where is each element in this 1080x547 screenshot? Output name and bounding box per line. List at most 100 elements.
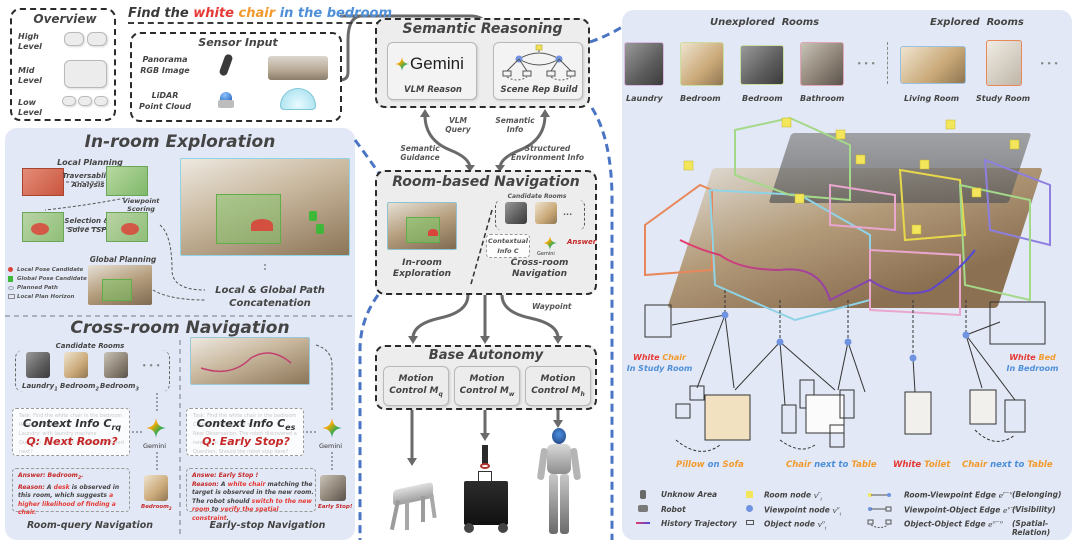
vlm-query-arrow: [423, 114, 472, 169]
scene-graph-legend: Unknow Area Robot History Trajectory Roo…: [636, 488, 1066, 537]
room-node: [919, 159, 930, 170]
room-node: [971, 187, 982, 198]
unexplored-label-bathroom: Bathroom: [800, 94, 845, 103]
object-chair-box: [644, 304, 672, 338]
context-info-rq-title: Context Info Crq: [22, 417, 122, 433]
object-node-icon: [746, 520, 754, 525]
inroom-thumbnail: [387, 202, 457, 250]
sensor-input-title: Sensor Input: [198, 36, 278, 49]
legend-unknown-area: Unknow Area: [661, 490, 718, 499]
overview-box: Overview High Level Mid Level Low Level: [10, 8, 116, 121]
task-prefix: Find the: [128, 6, 189, 21]
object-sink-box: [969, 389, 997, 425]
room-node: [945, 119, 956, 130]
legend-local-horizon: Local Plan Horizon: [8, 292, 88, 301]
overview-low-block-1: [62, 96, 76, 106]
room-nav-divider: [470, 209, 493, 285]
context-info-es-title: Context Info Ces: [196, 417, 296, 433]
viewpoint-node: [844, 338, 852, 346]
lidar-sensor-icon: [218, 92, 234, 108]
context-es-faded-text: Task: Find the white chair in the bedroo…: [193, 413, 297, 455]
overview-level-mid: Mid Level: [18, 66, 42, 85]
viewpoint-scoring-label: Viewpoint Scoring: [122, 197, 160, 213]
es-answer-label: Answe: Early Stop !: [192, 472, 259, 479]
task-suffix: in the bedroom: [279, 6, 392, 21]
context-info-es-card: Task: Find the white chair in the bedroo…: [186, 408, 304, 456]
inroom-legend: Local Pose Candidate Global Pose Candida…: [8, 265, 88, 301]
living-room-box: [708, 188, 871, 322]
task-word-chair: chair: [238, 6, 276, 21]
room-nav-ellipsis: ···: [563, 210, 573, 219]
object-boxes: [644, 301, 1046, 448]
viewpoint-nodes: [721, 311, 970, 362]
next-room-question: Q: Next Room?: [26, 435, 118, 448]
early-stop-trajectory: [200, 352, 292, 373]
unexplored-label-bedroom-2: Bedroom: [742, 94, 783, 103]
room-node-icon: [746, 491, 753, 498]
selection-tsp-label: Selection & Solve TSP: [64, 217, 110, 234]
legend-planned-path: Planned Path: [8, 283, 88, 292]
traversability-label: Traversablity Analysis: [62, 172, 114, 189]
sensor-label-panorama: Panorama RGB Image: [140, 55, 190, 75]
task-arrow-branch: [339, 14, 361, 82]
vlm-reason-label: VLM Reason: [404, 85, 462, 95]
base-autonomy-box: Base Autonomy Motion Control Mq Motion C…: [375, 345, 597, 410]
object-chair-box-2: [781, 404, 797, 434]
semantic-info-label: Semantic Info: [495, 116, 535, 134]
room-node: [1009, 139, 1020, 150]
crossroom-title: Cross-room Navigation: [70, 318, 290, 338]
overview-high-block-1: [64, 32, 84, 46]
blue-dashed-bottom: [358, 294, 380, 540]
explored-label-study: Study Room: [976, 94, 1031, 103]
candidate-room-label-2: Bedroom2: [60, 382, 99, 393]
vlm-query-label: VLM Query: [445, 116, 471, 134]
early-stop-caption: Early-stop Navigation: [209, 520, 326, 531]
overview-low-block-3: [94, 96, 108, 106]
white-bed-annotation: White Bed In Bedroom: [1006, 353, 1059, 373]
scene-rep-build-card: Scene Rep Build: [493, 42, 583, 100]
es-result-label: Early Stop!: [318, 504, 353, 510]
room-node: [794, 193, 805, 204]
inroom-3d-room-render: [180, 158, 350, 256]
object-chair-box-4: [839, 389, 855, 419]
room-query-caption: Room-query Navigation: [26, 520, 154, 531]
bathroom-pink-box: [829, 183, 896, 232]
unexplored-room-laundry-thumb: [624, 42, 664, 86]
object-chair-box-5: [829, 424, 845, 448]
object-pillow-box-2: [675, 403, 691, 419]
structured-env-label: Structured Environment Info: [510, 144, 585, 162]
legend-visibility: (Visibility): [1012, 505, 1056, 514]
inroom-step-2-thumbnail: [106, 166, 148, 196]
es-answer-card: Answe: Early Stop ! Reason: A white chai…: [186, 468, 316, 522]
unexplored-label-laundry: Laundry: [626, 94, 663, 103]
legend-viewpoint-node: Viewpoint node vvi: [764, 505, 842, 517]
inroom-step-3-thumbnail: [22, 212, 64, 242]
relation-chair-table-1: Chair next to Table: [786, 460, 877, 470]
explored-room-study-thumb: [986, 40, 1022, 86]
candidate-room-bedroom2-thumb: [64, 352, 88, 378]
contextual-info-card: Contextual Info C: [486, 234, 530, 258]
es-answer-text: Answe: Early Stop ! Reason: A white chai…: [192, 472, 316, 523]
overview-mid-block: [64, 60, 107, 88]
viewpoint-node-icon: [746, 505, 753, 512]
overview-low-block-2: [78, 96, 92, 106]
panorama-image: [268, 56, 328, 80]
semantic-guidance-label: Semantic Guidance: [400, 144, 440, 162]
room-node: [683, 160, 694, 171]
crossroom-candidate-rooms: Candidate Rooms: [55, 342, 125, 350]
local-pose-marker-icon: [8, 267, 13, 272]
rq-result-label: Bedroom2: [141, 504, 172, 512]
viewpoint-node: [962, 331, 970, 339]
explored-label-living: Living Room: [904, 94, 960, 103]
room-nav-title: Room-based Navigation: [392, 174, 580, 190]
study-room-box: [644, 183, 713, 277]
inroom-step-1-thumbnail: [22, 168, 64, 196]
es-gemini-icon: [322, 418, 342, 438]
planned-path-icon: [8, 285, 14, 290]
bedroom-green-box-1: [734, 116, 851, 202]
object-table-box: [805, 394, 845, 434]
unexplored-rooms-title: Unexplored Rooms: [710, 17, 820, 28]
task-instruction: Find the white chair in the bedroom: [128, 6, 392, 24]
rq-gemini-label: Gemini: [143, 442, 167, 450]
